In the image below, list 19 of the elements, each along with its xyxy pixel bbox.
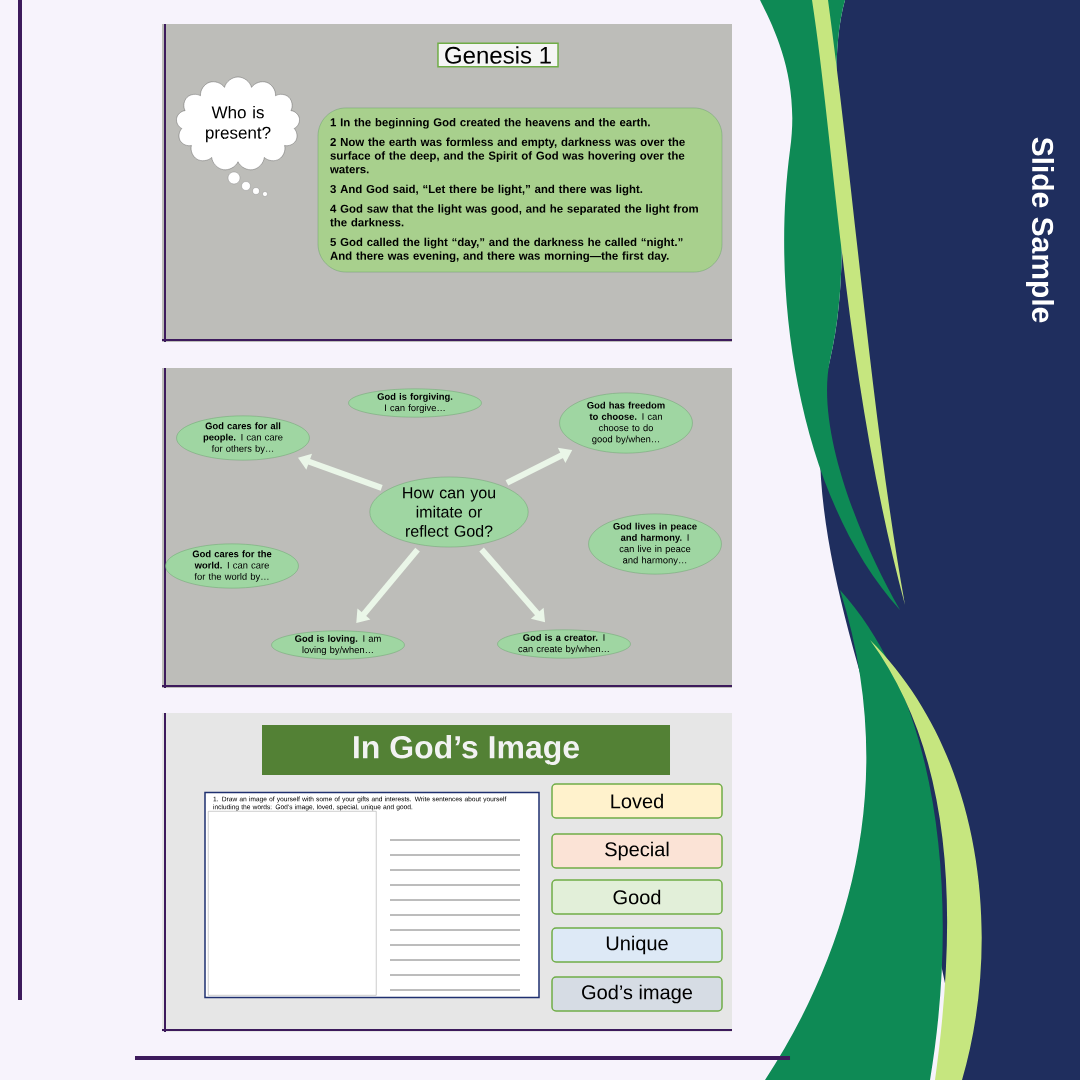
idea-bubble: God is forgiving. I can forgive… [348,388,482,418]
word-card: Loved [551,783,723,819]
word-card: Special [551,833,723,869]
word-card: Good [551,879,723,915]
idea-bubble: God cares for the world. I can care for the world by… [165,543,299,589]
idea-bubble: God lives in peace and harmony. I can live in peace and harmony… [588,513,722,575]
thought-cloud: Who is present? [176,76,300,170]
word-card: Unique [551,927,723,963]
page-title: Slide Sample [1026,137,1054,323]
idea-bubble: God cares for all people. I can care for others by… [176,415,310,461]
drawing-box [208,811,377,996]
idea-bubble: God is loving. I am loving by/when… [271,630,405,660]
idea-bubble: God has freedom to choose. I can choose to do good by/when… [559,392,693,454]
word-card: God’s image [551,976,723,1012]
slide-title-box: Genesis 1 [437,42,559,68]
verse-box: 1 In the beginning God created the heavens and the earth. 2 Now the earth was formless and empty, darkness was over the surface of the deep, and the Spirit of God was hovering over the waters. 3 And God said, “Let there be light,” and there was light. 4 God saw that the light was good, and he separated the light from the darkness. 5 God called the light “day,” and the darkness he called “night.” And there was evening, and there was morning—the first day. [317,107,723,273]
slide-title-banner: In God’s Image [262,725,670,775]
idea-bubble: God is a creator. I can create by/when… [497,629,631,659]
question-bubble: How can you imitate or reflect God? [369,476,529,548]
